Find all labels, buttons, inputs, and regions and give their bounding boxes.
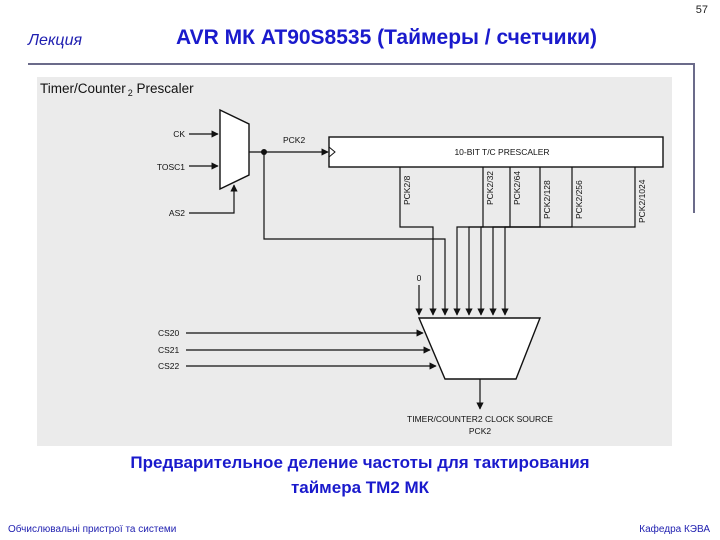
output-pck2-label: PCK2 [469,426,491,436]
header-rule [28,63,694,65]
tap-wire-8 [399,167,437,316]
zero-label: 0 [417,273,422,283]
pck2-label: PCK2 [283,135,305,145]
tap-label-64: PCK2/64 [512,171,522,205]
ck-label: CK [173,129,185,139]
footer-course: Обчислювальні пристрої та системи [8,524,177,535]
footer-department: Кафедра КЭВА [639,524,710,535]
tap-label-8: PCK2/8 [402,175,412,205]
tap-wire-1024 [501,167,636,316]
cs21-label: CS21 [158,345,180,355]
tosc1-label: TOSC1 [157,162,185,172]
tap-label-1024: PCK2/1024 [637,179,647,223]
clock-input-mark [328,146,336,158]
prescaler-label: 10-BIT T/C PRESCALER [454,147,549,157]
as2-label: AS2 [169,208,185,218]
clock-select-mux [417,317,542,380]
output-label: TIMER/COUNTER2 CLOCK SOURCE [407,414,553,424]
caption-line-2: таймера ТМ2 МК [290,478,430,497]
cs22-label: CS22 [158,361,180,371]
tap-label-256: PCK2/256 [574,180,584,219]
side-rule [693,63,695,213]
as2-wire [189,184,238,214]
input-mux [219,108,250,191]
slide-caption: Предварительное деление частоты для такт… [40,450,680,500]
cs20-label: CS20 [158,328,180,338]
tap-label-32: PCK2/32 [485,171,495,205]
lecture-label: Лекция [28,32,83,49]
prescaler-block [328,136,664,168]
pck2-bypass-wire [263,152,449,316]
slide-title: AVR МК AT90S8535 (Таймеры / счетчики) [176,26,598,49]
page-number: 57 [695,4,708,16]
tap-wire-32 [453,167,484,316]
caption-line-1: Предварительное деление частоты для такт… [130,453,590,472]
tap-label-128: PCK2/128 [542,180,552,219]
